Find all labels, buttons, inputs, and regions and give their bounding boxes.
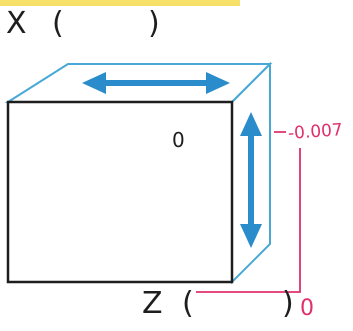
axis-x-open-paren: ( bbox=[52, 6, 64, 41]
cube-front-face bbox=[6, 100, 234, 284]
axis-z-open-paren: ( bbox=[182, 286, 194, 321]
handwritten-bottom-value: 0 bbox=[300, 296, 314, 321]
axis-z-close-paren: ) bbox=[282, 286, 294, 321]
handwritten-right-value: -0.007 bbox=[287, 120, 344, 144]
title-highlight bbox=[0, 0, 240, 6]
axis-x-close-paren: ) bbox=[148, 6, 160, 41]
handwritten-connector-line bbox=[196, 131, 301, 293]
axis-x-label: X bbox=[6, 6, 27, 41]
front-face-value: 0 bbox=[172, 128, 185, 152]
horizontal-double-arrow bbox=[82, 72, 230, 94]
axis-z-label: Z bbox=[142, 286, 163, 321]
vertical-double-arrow bbox=[240, 112, 262, 248]
